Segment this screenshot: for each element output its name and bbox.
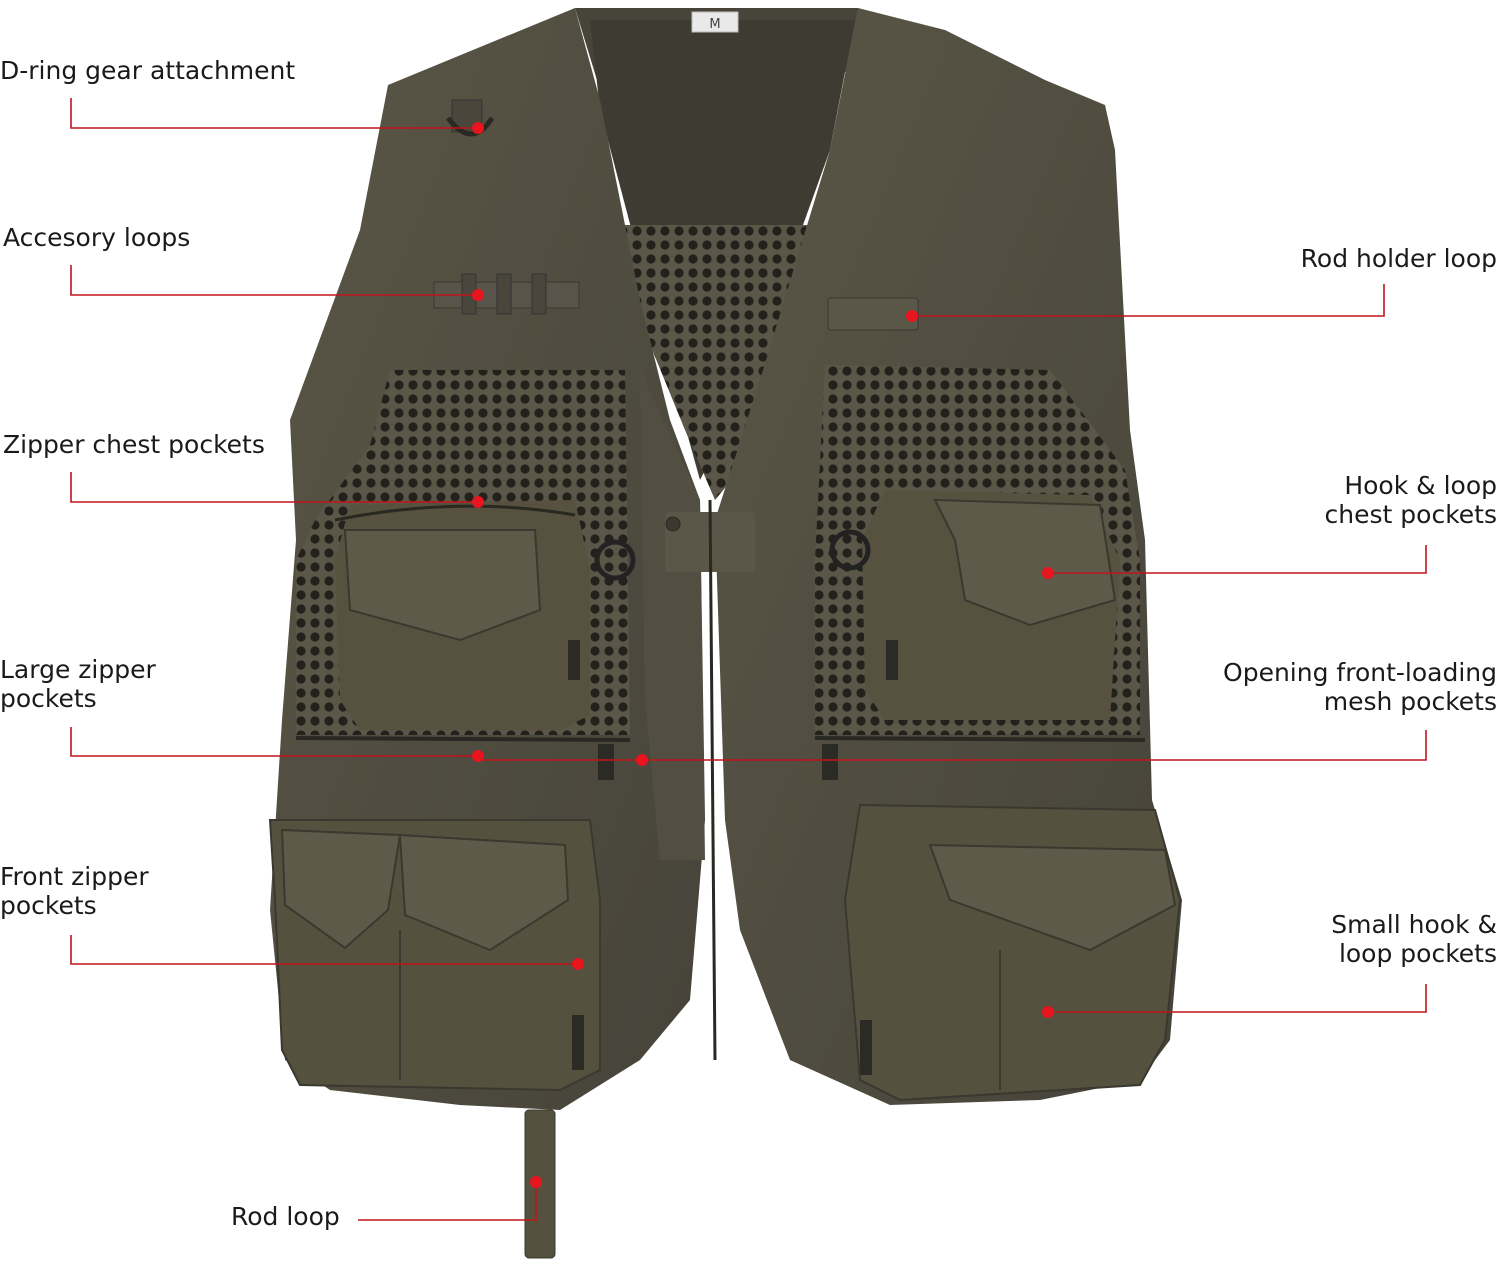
dot-accessory-loops bbox=[472, 289, 484, 301]
dot-zipper-chest bbox=[472, 496, 484, 508]
label-small-hook: Small hook & loop pockets bbox=[1331, 910, 1497, 968]
label-rod-loop-text: Rod loop bbox=[231, 1202, 340, 1231]
label-large-zipper-line2: pockets bbox=[0, 684, 97, 713]
label-rod-holder: Rod holder loop bbox=[1301, 244, 1497, 273]
right-front-flap bbox=[928, 843, 1177, 952]
label-hook-loop-chest-line2: chest pockets bbox=[1324, 500, 1497, 529]
large-zipper-left bbox=[295, 736, 631, 742]
label-front-zipper-line2: pockets bbox=[0, 891, 97, 920]
label-d-ring-text: D-ring gear attachment bbox=[0, 56, 296, 85]
label-large-zipper: Large zipper pockets bbox=[0, 655, 156, 713]
label-large-zipper-line1: Large zipper bbox=[0, 655, 156, 684]
center-placket bbox=[640, 370, 705, 860]
dot-d-ring bbox=[472, 122, 484, 134]
label-hook-loop-chest: Hook & loop chest pockets bbox=[1325, 471, 1497, 529]
label-opening-mesh-line2: mesh pockets bbox=[1323, 687, 1497, 716]
label-small-hook-line2: loop pockets bbox=[1338, 939, 1497, 968]
dot-hook-loop-chest bbox=[1042, 567, 1054, 579]
left-front-flap-a bbox=[280, 828, 402, 950]
dot-small-hook bbox=[1042, 1006, 1054, 1018]
label-zipper-chest-text: Zipper chest pockets bbox=[3, 430, 265, 459]
d-ring bbox=[446, 116, 495, 137]
callout-lines bbox=[70, 98, 1427, 1221]
label-opening-mesh: Opening front-loading mesh pockets bbox=[1223, 658, 1497, 716]
back-mesh bbox=[610, 225, 820, 500]
dot-opening-mesh bbox=[636, 754, 648, 766]
label-accessory-loops: Accesory loops bbox=[3, 223, 190, 252]
size-tag bbox=[691, 11, 739, 33]
snap-button bbox=[665, 516, 681, 532]
label-zipper-chest: Zipper chest pockets bbox=[3, 430, 265, 459]
label-opening-mesh-line1: Opening front-loading bbox=[1223, 658, 1497, 687]
dot-rod-loop bbox=[530, 1176, 542, 1188]
dot-front-zipper bbox=[572, 958, 584, 970]
callout-dots bbox=[472, 122, 1054, 1188]
dot-large-zipper bbox=[472, 750, 484, 762]
label-small-hook-line1: Small hook & bbox=[1331, 910, 1497, 939]
rod-holder-tab bbox=[827, 297, 919, 331]
label-rod-holder-text: Rod holder loop bbox=[1300, 244, 1497, 273]
label-hook-loop-chest-line1: Hook & loop bbox=[1344, 471, 1497, 500]
size-tag-text: M bbox=[709, 17, 720, 32]
large-zipper-right bbox=[814, 736, 1146, 742]
left-front-flap-b bbox=[398, 833, 570, 952]
label-d-ring: D-ring gear attachment bbox=[0, 56, 295, 85]
right-chest-flap bbox=[933, 498, 1117, 627]
label-rod-loop: Rod loop bbox=[231, 1202, 340, 1231]
label-front-zipper: Front zipper pockets bbox=[0, 862, 149, 920]
label-accessory-loops-text: Accesory loops bbox=[3, 223, 191, 252]
dot-rod-holder bbox=[906, 310, 918, 322]
left-chest-flap bbox=[343, 529, 542, 642]
label-front-zipper-line1: Front zipper bbox=[0, 862, 149, 891]
